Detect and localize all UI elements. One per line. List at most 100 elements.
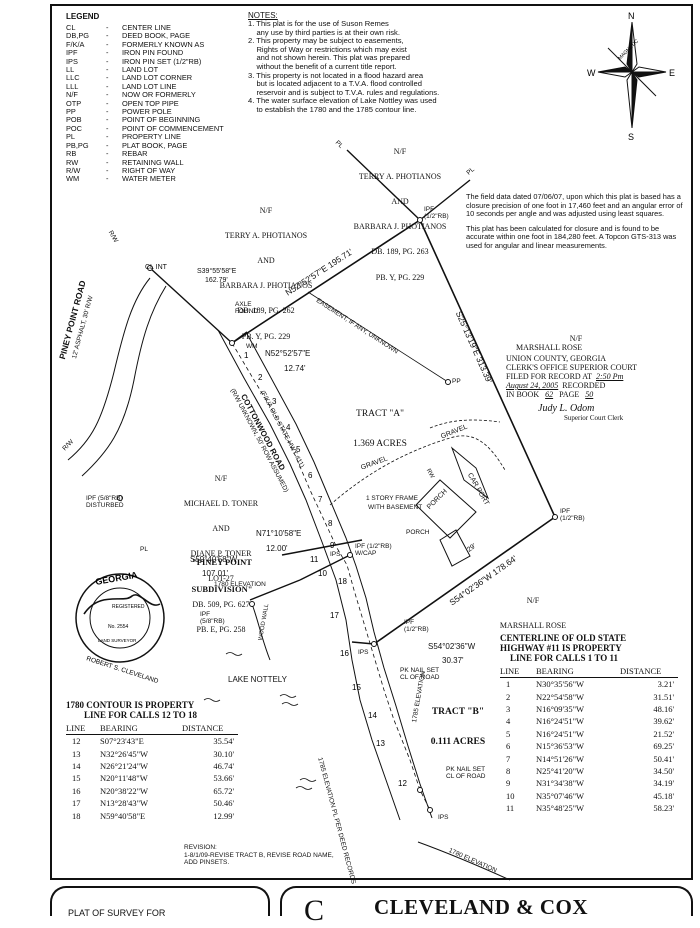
centerline-table-cell: N31°34'38"W [536, 778, 585, 789]
note-line: any use by third parties is at their own… [248, 27, 400, 37]
legend-abbr: CL [66, 23, 76, 32]
owner-left-top-line: DB. 189, PG. 262 [237, 306, 295, 316]
legend-meaning: REBAR [122, 149, 148, 159]
ipf-58-label: IPF (5/8"RB) [200, 611, 225, 625]
revision-note: REVISION: 1-8/1/09-REVISE TRACT B, REVIS… [184, 844, 334, 867]
centerline-table-cell: 58.23' [653, 803, 674, 814]
centerline-table-row: 4 N16°24'51"W 39.62' [500, 715, 678, 727]
legend-dash: - [106, 56, 109, 66]
legend-meaning: RIGHT OF WAY [122, 165, 176, 175]
owner-left-top-line: BARBARA J. PHOTIANOS [219, 281, 313, 291]
owner-top-line: PB. Y, PG. 229 [375, 272, 425, 282]
legend-meaning: LAND LOT LINE [122, 81, 177, 91]
bearing-s54-short-dist: 30.37' [442, 656, 464, 665]
centerline-header-distance: DISTANCE [620, 666, 678, 678]
owner-left-top-line: TERRY A. PHOTIANOS [224, 230, 308, 240]
bearing-s39-dist: 162.79' [205, 277, 228, 284]
note-line: Rights of Way or restrictions which may … [248, 44, 407, 54]
bearing-s59-dist: 107.01' [202, 569, 228, 578]
owner-top-line: BARBARA J. PHOTIANOS [353, 222, 447, 232]
ipf-top-label: IPF (1/2"RB) [424, 206, 449, 220]
contour-table-cell: 13 [72, 748, 81, 759]
firm-logo-icon: C [304, 894, 325, 927]
centerline-title-2: HIGHWAY #11 IS PROPERTY [500, 643, 622, 653]
subdivision-name: "PINEY POINT SUBDIVISION" [170, 540, 274, 602]
owner-left-mid-line: AND [212, 524, 230, 534]
centerline-table-cell: 50.41' [653, 753, 674, 764]
ips-a-label: IPS [330, 551, 341, 558]
contour-table-cell: N26°21'24"W [100, 760, 149, 771]
legend-meaning: PROPERTY LINE [122, 132, 181, 142]
legend-item: RB-REBAR [66, 149, 241, 159]
legend-abbr: WM [66, 174, 80, 184]
legend-abbr: LLL [66, 81, 79, 91]
bearing-s39: S39°55'58"E [197, 268, 237, 275]
owner-left-top-line: N/F [259, 205, 273, 215]
legend-dash: - [106, 123, 109, 133]
owner-left-top: N/F TERRY A. PHOTIANOS AND BARBARA J. PH… [200, 190, 332, 349]
legend-abbr: LL [66, 65, 75, 75]
centerline-table-cell: 45.18' [653, 790, 674, 801]
legend-abbr: LLC [66, 73, 80, 83]
firm-name: CLEVELAND & COX [374, 895, 589, 919]
bearing-n52-short: N52°52'57"E [265, 349, 311, 358]
legend-abbr: RW [66, 157, 79, 167]
recorded-label: RECORDED [562, 381, 606, 390]
note-line: to establish the 1780 and the 1785 conto… [248, 104, 417, 114]
plat-border [50, 4, 693, 880]
legend-item: PB,PG-PLAT BOOK, PAGE [66, 141, 241, 150]
revision-line: ADD PINSETS. [184, 859, 230, 867]
title-block-right: C CLEVELAND & COX [280, 886, 693, 927]
centerline-table-cell: 4 [506, 716, 511, 727]
contour-table-cell: N20°11'48"W [100, 773, 148, 784]
legend-abbr: IPF [66, 48, 78, 58]
legend-meaning: POINT OF BEGINNING [122, 115, 201, 125]
note-line: 2. This property may be subject to easem… [248, 36, 404, 46]
legend-item: IPF-IRON PIN FOUND [66, 48, 241, 58]
contour-table-cell: S07°23'43"E [100, 736, 144, 747]
centerline-table-cell: 34.19' [653, 778, 674, 789]
recording-nf: N/F [569, 334, 583, 343]
contour-table-cell: 53.66' [213, 773, 234, 784]
subdivision-line: SUBDIVISION" [191, 583, 253, 594]
legend-dash: - [106, 107, 109, 117]
legend-item: CL-CENTER LINE [66, 23, 241, 32]
revision-line: REVISION: [184, 844, 217, 851]
ipf-cap-label: IPF (1/2"RB) W/CAP [355, 543, 392, 557]
centerline-table-cell: 9 [506, 778, 511, 789]
centerline-table-cell: 10 [506, 790, 515, 801]
centerline-table-cell: 31.51' [653, 691, 674, 702]
ipf-mid-label: IPF (1/2"RB) [404, 619, 429, 633]
notes: NOTES: 1. This plat is for the use of Su… [248, 11, 538, 115]
owner-top-line: DB. 189, PG. 263 [371, 247, 429, 257]
field-data-paragraph-2: This plat has been calculated for closur… [466, 223, 677, 250]
owner-left-mid-line: DB. 509, PG. 627 [192, 599, 250, 609]
contour-table-cell: 35.54' [213, 736, 234, 747]
note-line: 3. This property is not located in a flo… [248, 70, 424, 80]
legend-meaning: FORMERLY KNOWN AS [122, 39, 205, 49]
legend-abbr: OTP [66, 98, 82, 108]
owner-top-line: TERRY A. PHOTIANOS [358, 171, 442, 181]
legend-dash: - [106, 174, 109, 184]
contour-table-cell: N59°40'58"E [100, 810, 146, 821]
legend-abbr: RB [66, 149, 77, 159]
owner-left-mid-line: PB. E, PG. 258 [196, 624, 246, 634]
legend-abbr: PL [66, 132, 76, 142]
centerline-table-cell: N14°51'26"W [536, 753, 585, 764]
note-line: and not shown herein. This plat was prep… [248, 53, 410, 63]
note-line: 4. The water surface elevation of Lake N… [248, 96, 437, 106]
centerline-table-cell: 5 [506, 728, 511, 739]
ips-b-label: IPS [358, 649, 369, 656]
centerline-table-cell: 39.62' [653, 716, 674, 727]
contour-table-block: 1780 CONTOUR IS PROPERTY LINE FOR CALLS … [66, 700, 250, 822]
centerline-table-cell: N16°24'51"W [536, 716, 585, 727]
legend-dash: - [106, 157, 109, 167]
legend-item: PP-POWER POLE [66, 107, 241, 117]
legend-item: PL-PROPERTY LINE [66, 132, 241, 142]
house-label-2: WITH BASEMENT [368, 504, 423, 511]
note-line: but is located adjacent to a T.V.A. floo… [248, 79, 422, 89]
page-label: PAGE [559, 390, 580, 399]
